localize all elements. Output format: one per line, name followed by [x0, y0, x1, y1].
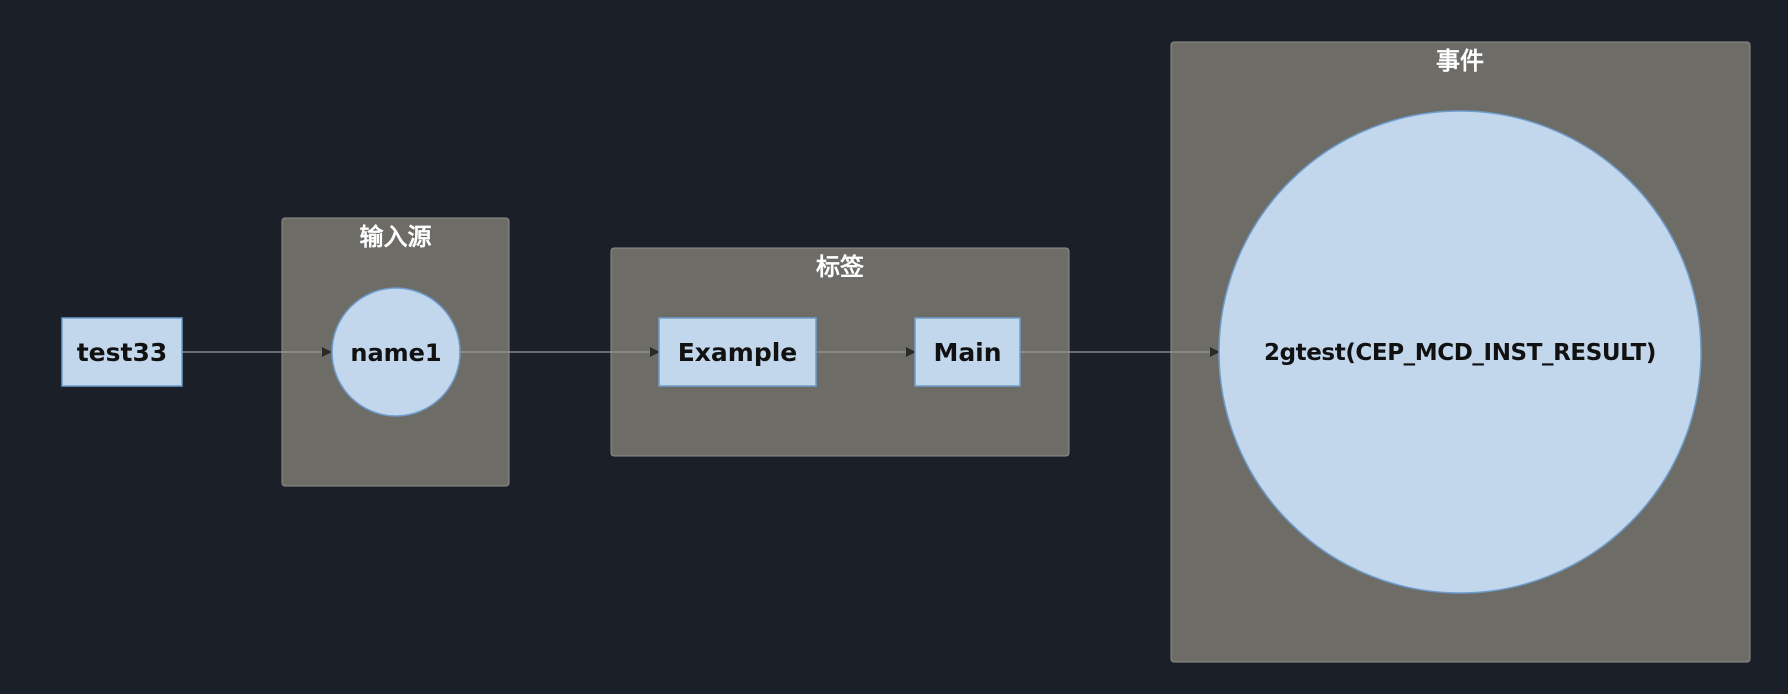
node-main[interactable]: Main	[914, 317, 1021, 387]
node-main-label: Main	[933, 338, 1001, 367]
node-event-shape	[1218, 110, 1702, 594]
node-name1[interactable]: name1	[331, 287, 461, 417]
node-test33-label: test33	[77, 338, 168, 367]
node-test33[interactable]: test33	[61, 317, 183, 387]
node-test33-shape	[61, 317, 183, 387]
node-name1-shape	[331, 287, 461, 417]
group-source-title: 输入源	[360, 223, 432, 251]
node-event[interactable]: 2gtest(CEP_MCD_INST_RESULT)	[1218, 110, 1702, 594]
node-example[interactable]: Example	[658, 317, 817, 387]
group-tags-title: 标签	[816, 253, 865, 281]
node-event-label: 2gtest(CEP_MCD_INST_RESULT)	[1264, 340, 1656, 366]
group-event-title: 事件	[1436, 47, 1484, 75]
node-name1-label: name1	[350, 339, 441, 367]
node-example-label: Example	[678, 338, 798, 367]
node-main-shape	[914, 317, 1021, 387]
node-example-shape	[658, 317, 817, 387]
